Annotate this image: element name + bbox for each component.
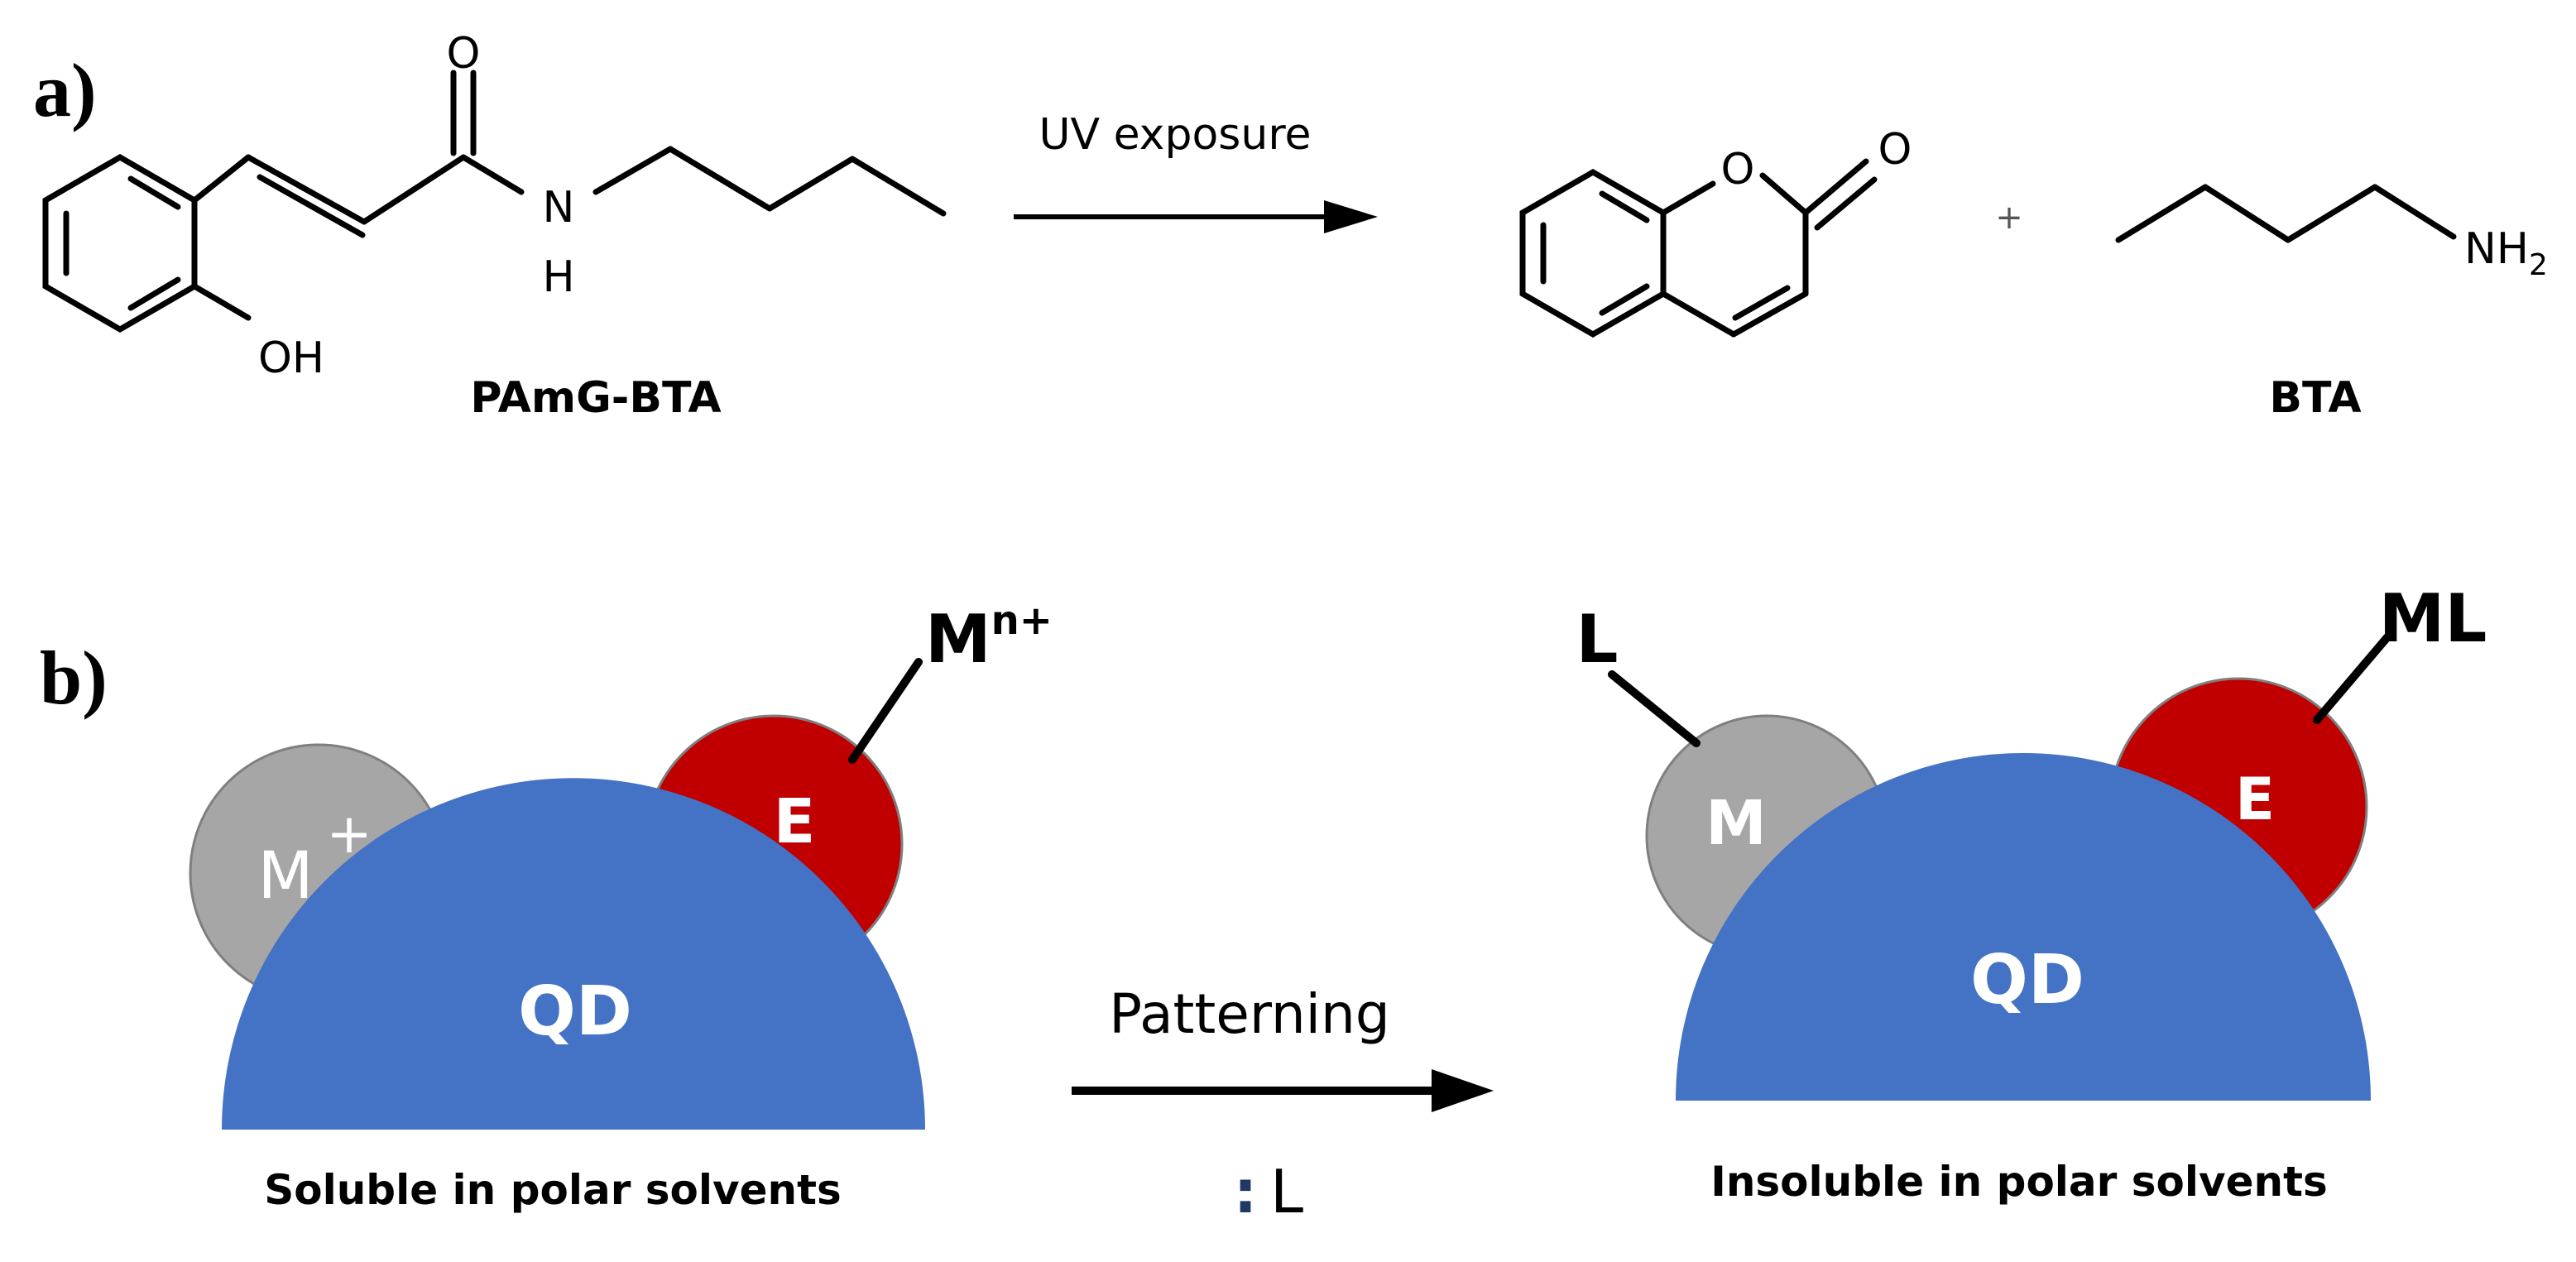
reagent-dots: : — [1234, 1157, 1258, 1226]
uv-arrow — [1014, 200, 1378, 233]
left-qd-assembly — [189, 658, 925, 1130]
reagent-label: L — [1270, 1157, 1303, 1226]
right-left-bond — [1608, 670, 1701, 747]
right-qd-core — [1676, 753, 2371, 1101]
coumarin-atom-o-carbonyl: O — [1878, 125, 1912, 175]
left-ligand-label: E — [774, 786, 816, 857]
panel-a-label: a) — [33, 48, 97, 132]
amine-subscript: 2 — [2529, 248, 2548, 282]
coumarin-atom-o-ring: O — [1721, 145, 1755, 194]
butylamine-structure — [2115, 184, 2457, 243]
left-qd-label: QD — [518, 972, 632, 1051]
left-ion-bond — [848, 658, 923, 764]
plus-sign: + — [1995, 199, 2023, 237]
uv-exposure-label: UV exposure — [1039, 110, 1311, 160]
pamg-bta-name: PAmG-BTA — [470, 373, 721, 423]
left-metal-label: M — [257, 839, 313, 914]
left-ion-label: Mn+ — [925, 597, 1053, 678]
patterning-arrow — [1072, 1069, 1494, 1112]
bta-name: BTA — [2269, 373, 2361, 423]
right-right-bond — [2313, 633, 2391, 724]
pamg-atom-n: N — [543, 183, 575, 233]
right-qd-label: QD — [1970, 941, 2084, 1020]
right-ligand-label: E — [2235, 765, 2275, 833]
right-caption: Insoluble in polar solvents — [1710, 1158, 2328, 1206]
pamg-atom-oh: OH — [258, 333, 324, 383]
amine-nh2: NH2 — [2464, 224, 2548, 282]
panel-b-label: b) — [40, 636, 108, 720]
right-metal-label: M — [1705, 788, 1767, 859]
pamg-atom-h: H — [542, 252, 574, 302]
pamg-bta-structure — [42, 70, 947, 333]
patterning-label: Patterning — [1109, 982, 1390, 1046]
left-qd-core — [222, 778, 925, 1130]
left-ion-charge: n+ — [991, 597, 1053, 644]
right-bound-ml: ML — [2379, 580, 2487, 657]
coumarin-structure — [1519, 158, 1878, 338]
pamg-atom-o: O — [447, 29, 481, 79]
amine-nh: NH — [2464, 224, 2529, 274]
right-bound-l: L — [1576, 601, 1619, 678]
left-metal-charge: + — [326, 802, 372, 866]
right-qd-assembly — [1608, 633, 2391, 1101]
left-ion-m: M — [925, 601, 991, 678]
left-caption: Soluble in polar solvents — [264, 1166, 842, 1214]
